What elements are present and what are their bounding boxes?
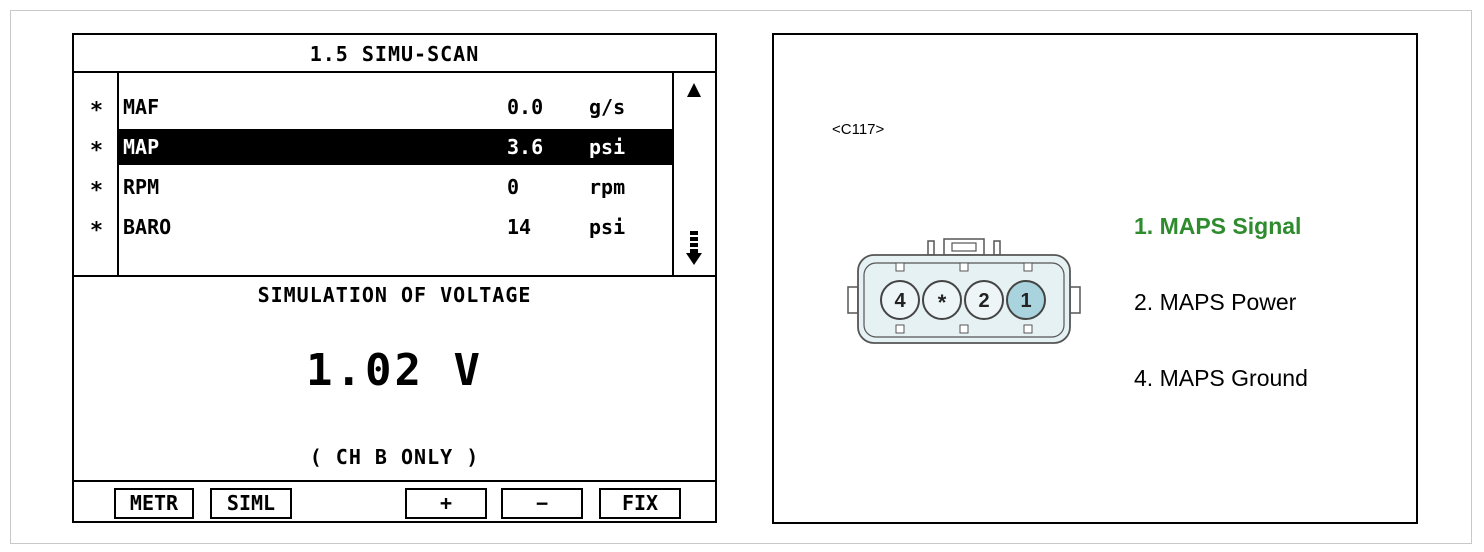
- parameter-list: ∗ ∗ ∗ ∗ MAF 0.0 g/s MAP 3.6 psi RPM 0 rp…: [74, 73, 715, 277]
- double-arrow-down-icon[interactable]: [686, 231, 702, 267]
- pin-description-power: 2. MAPS Power: [1134, 289, 1297, 315]
- pin-description-signal: 1. MAPS Signal: [1134, 213, 1302, 239]
- row-marker: ∗: [89, 174, 104, 199]
- pin-1: [1006, 280, 1046, 320]
- screen-title: 1.5 SIMU-SCAN: [74, 35, 715, 73]
- list-item-map-selected[interactable]: MAP 3.6 psi: [119, 129, 672, 165]
- list-item-baro[interactable]: BARO 14 psi: [119, 209, 672, 245]
- scan-tool-screen: 1.5 SIMU-SCAN ∗ ∗ ∗ ∗ MAF 0.0 g/s MAP 3.…: [72, 33, 717, 523]
- param-value: 0: [507, 175, 520, 199]
- pin-description-ground: 4. MAPS Ground: [1134, 365, 1308, 391]
- param-name: RPM: [123, 175, 160, 199]
- simulation-value: 1.02 V: [306, 345, 483, 396]
- simulation-label: SIMULATION OF VOLTAGE: [257, 283, 532, 307]
- pin-empty: [922, 280, 962, 320]
- param-name: BARO: [123, 215, 172, 239]
- list-item-maf[interactable]: MAF 0.0 g/s: [119, 89, 672, 125]
- list-item-rpm[interactable]: RPM 0 rpm: [119, 169, 672, 205]
- param-value: 0.0: [507, 95, 544, 119]
- param-unit: rpm: [589, 175, 626, 199]
- param-name: MAP: [123, 135, 160, 159]
- param-value: 14: [507, 215, 532, 239]
- pin-2: [964, 280, 1004, 320]
- fix-button[interactable]: FIX: [599, 488, 681, 519]
- connector-diagram: <C117> 4 * 2 1 1. MAPS Signal 2. MAPS Po…: [772, 33, 1418, 524]
- pin-label-4: 4: [894, 290, 906, 312]
- row-marker: ∗: [89, 134, 104, 159]
- row-marker: ∗: [89, 94, 104, 119]
- siml-button[interactable]: SIML: [210, 488, 292, 519]
- pin-label-star: *: [938, 290, 947, 315]
- marker-column: ∗ ∗ ∗ ∗: [74, 73, 119, 275]
- connector-drawing: 4 * 2 1: [847, 238, 1081, 344]
- param-unit: psi: [589, 135, 626, 159]
- minus-button[interactable]: −: [501, 488, 583, 519]
- channel-note: ( CH B ONLY ): [309, 445, 480, 469]
- metr-button[interactable]: METR: [114, 488, 194, 519]
- pin-4: [880, 280, 920, 320]
- pin-label-2: 2: [978, 290, 989, 312]
- figure-frame: [10, 10, 1472, 544]
- param-unit: g/s: [589, 95, 626, 119]
- param-value: 3.6: [507, 135, 544, 159]
- param-unit: psi: [589, 215, 626, 239]
- plus-button[interactable]: +: [405, 488, 487, 519]
- row-marker: ∗: [89, 214, 104, 239]
- triangle-up-icon[interactable]: [687, 83, 701, 97]
- pin-label-1: 1: [1020, 290, 1031, 312]
- connector-id: <C117>: [832, 121, 885, 138]
- scrollbar[interactable]: [672, 73, 715, 275]
- function-key-bar: METR SIML + − FIX: [74, 480, 715, 521]
- param-name: MAF: [123, 95, 160, 119]
